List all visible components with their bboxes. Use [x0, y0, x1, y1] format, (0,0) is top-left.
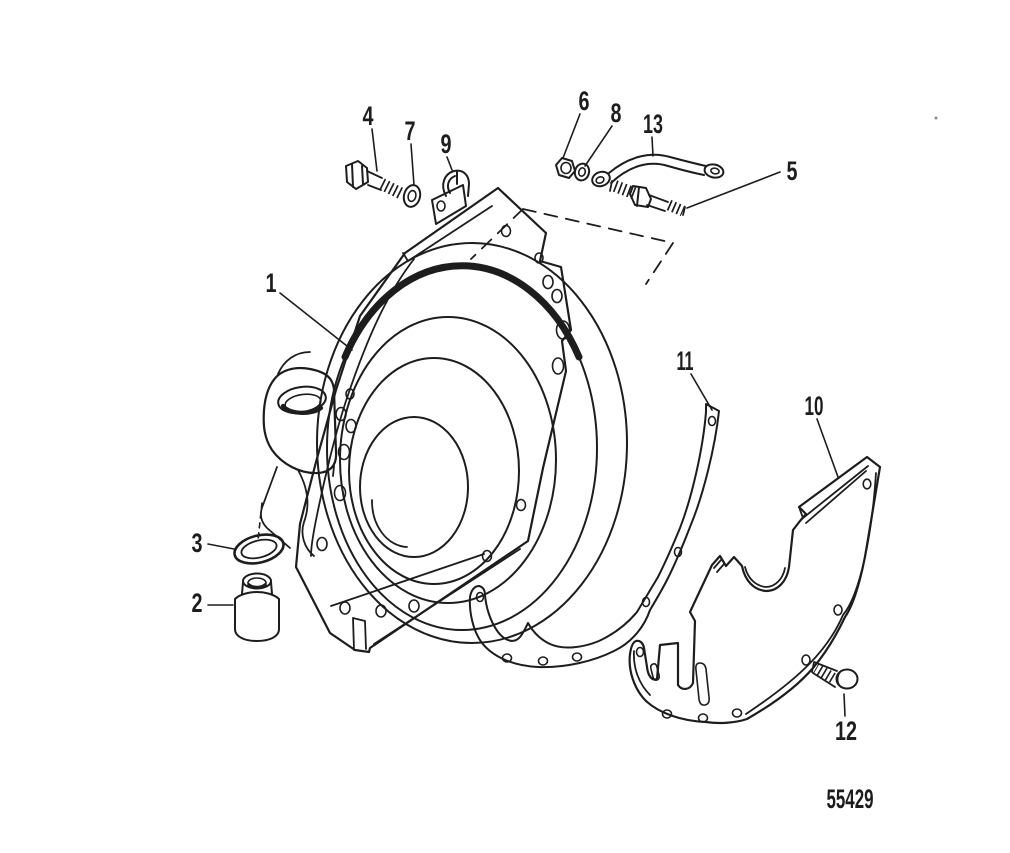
- housing-bore-ring: [339, 316, 557, 604]
- washer: [402, 184, 422, 208]
- lug-hole-shadow: [280, 403, 324, 415]
- plug-bore-shadow: [247, 583, 267, 590]
- screw-head-detail: [836, 670, 842, 688]
- housing-bore-step: [359, 416, 469, 558]
- print-speck: [934, 116, 938, 120]
- ground-strap: [591, 153, 725, 188]
- seal-ring: [233, 533, 285, 565]
- gasket-holes: [475, 415, 717, 666]
- strap-eyelet-right: [703, 163, 725, 179]
- leader-lines: [207, 113, 846, 717]
- drawing-number: 55429: [827, 784, 874, 814]
- housing-rim-outer: [316, 242, 628, 644]
- retainer-bracket: [431, 169, 470, 225]
- screw-head: [835, 668, 859, 690]
- stud: [609, 180, 686, 217]
- bracket-hole: [436, 200, 446, 212]
- callout-5: 5: [787, 156, 798, 186]
- lug-outline: [262, 366, 338, 475]
- lock-washer: [573, 162, 591, 182]
- flywheel-housing: [257, 186, 628, 654]
- housing-bolt-holes: [316, 224, 571, 618]
- callout-10: 10: [805, 391, 824, 421]
- lug-side-lines: [260, 465, 335, 549]
- bolt-threads: [379, 178, 405, 200]
- nut-body: [555, 157, 576, 179]
- stud-right-end: [682, 206, 686, 216]
- callout-2: 2: [192, 588, 203, 618]
- plug: [234, 572, 280, 642]
- cover-plate-holes: [635, 478, 872, 723]
- hex-bolt: [345, 160, 405, 200]
- nut-bore: [560, 161, 572, 175]
- washer-outer: [402, 184, 422, 208]
- housing-bore-step-arc: [371, 499, 408, 548]
- cover-plate: [628, 455, 882, 725]
- phantom-mount-outline: [470, 208, 674, 285]
- callout-11: 11: [677, 346, 694, 376]
- housing-outline: [294, 186, 573, 654]
- strap-eyelet-left-hole: [595, 176, 605, 184]
- screw: [811, 661, 859, 690]
- stud-center-hex: [629, 185, 652, 208]
- callout-3: 3: [192, 528, 203, 558]
- plug-body: [234, 581, 280, 642]
- callout-12: 12: [835, 716, 857, 746]
- strap-eyelet-left: [591, 170, 611, 188]
- cover-plate-flange-lines: [633, 465, 877, 715]
- bracket-plate: [431, 184, 467, 225]
- bracket-curl-tab: [442, 169, 470, 197]
- callout-9: 9: [441, 129, 452, 159]
- washer-inner: [407, 189, 417, 203]
- housing-detail-lines: [277, 205, 521, 651]
- callout-labels: 1 2 3 4 5 6 7 8 9 10 11 12 13: [192, 86, 858, 746]
- lock-washer-inner: [577, 167, 587, 177]
- cover-plate-slots: [649, 662, 710, 706]
- stud-threads-right: [666, 199, 686, 217]
- callout-13: 13: [643, 109, 663, 139]
- stud-left-end: [609, 180, 613, 192]
- housing-mounting-lug: [260, 366, 338, 549]
- screw-shank: [811, 661, 838, 688]
- housing-bore: [348, 357, 520, 585]
- plug-position-dashed-line: [257, 502, 263, 541]
- bolt-shank: [366, 170, 383, 191]
- stud-shank: [646, 194, 669, 212]
- callout-8: 8: [611, 98, 622, 128]
- callout-1: 1: [266, 268, 277, 298]
- gasket: [468, 403, 720, 669]
- callout-4: 4: [363, 101, 374, 131]
- lock-washer-outer: [573, 162, 591, 182]
- seal-ring-inner: [240, 538, 278, 560]
- screw-threads: [813, 663, 836, 683]
- gasket-outline: [468, 403, 720, 669]
- strap-band: [608, 153, 707, 184]
- housing-rim-shadow-arc: [341, 262, 583, 361]
- seal-ring-outer: [233, 533, 285, 565]
- hex-nut: [555, 157, 576, 179]
- callout-7: 7: [405, 116, 416, 146]
- strap-eyelet-right-hole: [710, 167, 720, 175]
- callout-6: 6: [579, 86, 590, 116]
- cover-plate-outline: [628, 455, 882, 725]
- bolt-head: [345, 160, 369, 190]
